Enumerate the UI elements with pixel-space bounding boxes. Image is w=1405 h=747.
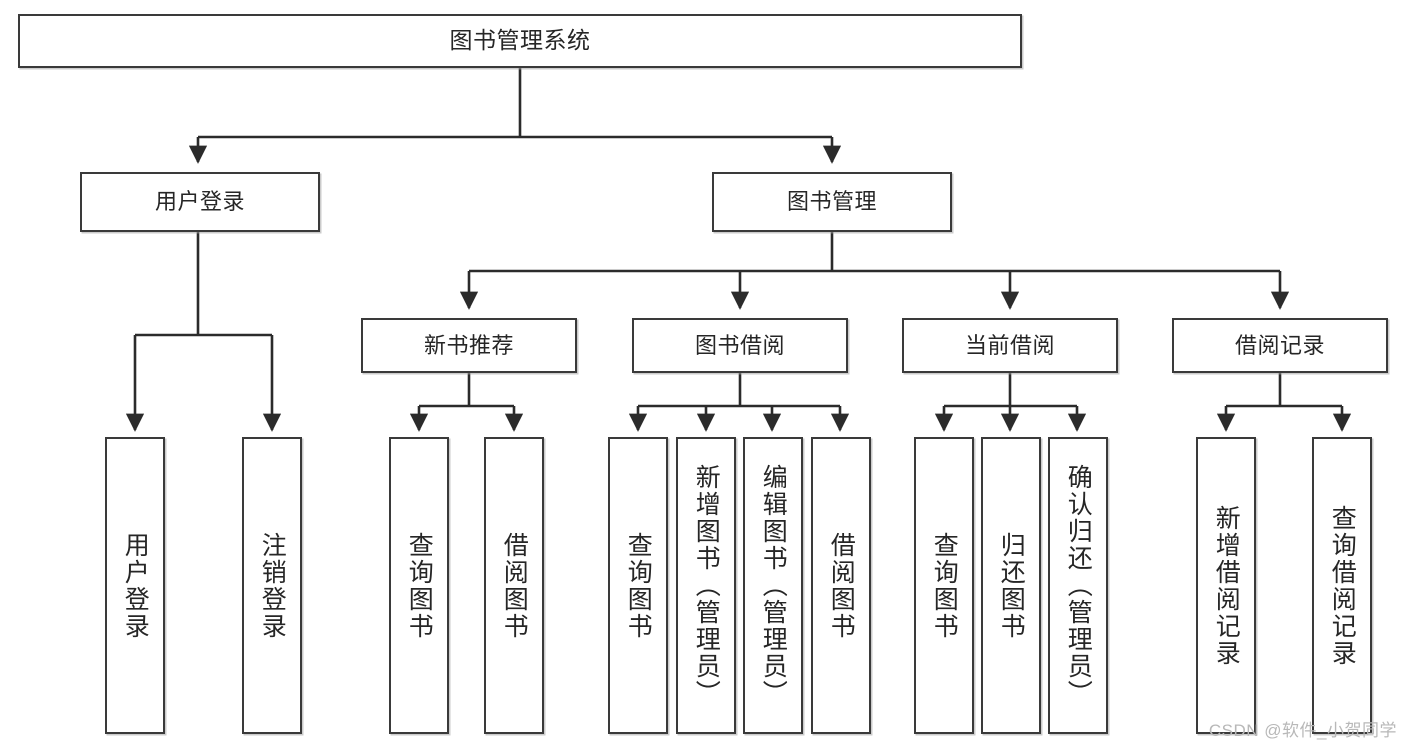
node-leaf-query-record[interactable]: 查询借阅记录 xyxy=(1312,437,1372,734)
node-leaf-query-book-2[interactable]: 查询图书 xyxy=(608,437,668,734)
node-leaf-user-logout-label: 注销登录 xyxy=(258,531,287,640)
node-borrow-record-label: 借阅记录 xyxy=(1234,332,1325,358)
node-book-management-label: 图书管理 xyxy=(786,189,877,215)
node-leaf-query-book-1[interactable]: 查询图书 xyxy=(389,437,449,734)
node-leaf-user-logout[interactable]: 注销登录 xyxy=(242,437,302,734)
node-leaf-add-book-label: 新增图书（管理员） xyxy=(692,464,721,707)
node-book-management[interactable]: 图书管理 xyxy=(712,172,952,232)
node-leaf-query-book-3-label: 查询图书 xyxy=(930,531,959,640)
node-leaf-confirm-return[interactable]: 确认归还（管理员） xyxy=(1048,437,1108,734)
node-book-borrow[interactable]: 图书借阅 xyxy=(632,318,848,373)
node-leaf-borrow-book-2[interactable]: 借阅图书 xyxy=(811,437,871,734)
node-leaf-add-record-label: 新增借阅记录 xyxy=(1212,504,1241,667)
node-leaf-user-login-label: 用户登录 xyxy=(121,531,150,640)
node-leaf-confirm-return-label: 确认归还（管理员） xyxy=(1064,464,1093,707)
node-current-borrow-label: 当前借阅 xyxy=(964,332,1055,358)
node-leaf-query-book-3[interactable]: 查询图书 xyxy=(914,437,974,734)
node-current-borrow[interactable]: 当前借阅 xyxy=(902,318,1118,373)
node-borrow-record[interactable]: 借阅记录 xyxy=(1172,318,1388,373)
node-leaf-add-book[interactable]: 新增图书（管理员） xyxy=(676,437,736,734)
node-book-borrow-label: 图书借阅 xyxy=(694,332,785,358)
node-new-book-recommend[interactable]: 新书推荐 xyxy=(361,318,577,373)
node-leaf-query-record-label: 查询借阅记录 xyxy=(1328,504,1357,667)
node-new-book-recommend-label: 新书推荐 xyxy=(423,332,514,358)
node-leaf-add-record[interactable]: 新增借阅记录 xyxy=(1196,437,1256,734)
node-leaf-borrow-book-2-label: 借阅图书 xyxy=(827,531,856,640)
node-leaf-query-book-1-label: 查询图书 xyxy=(405,531,434,640)
node-leaf-query-book-2-label: 查询图书 xyxy=(624,531,653,640)
node-leaf-edit-book[interactable]: 编辑图书（管理员） xyxy=(743,437,803,734)
node-root-label: 图书管理系统 xyxy=(449,27,591,54)
node-leaf-user-login[interactable]: 用户登录 xyxy=(105,437,165,734)
node-root[interactable]: 图书管理系统 xyxy=(18,14,1022,68)
node-leaf-borrow-book-1-label: 借阅图书 xyxy=(500,531,529,640)
node-leaf-borrow-book-1[interactable]: 借阅图书 xyxy=(484,437,544,734)
node-leaf-return-book-label: 归还图书 xyxy=(997,531,1026,640)
node-user-login-label: 用户登录 xyxy=(154,189,245,215)
watermark-text: CSDN @软件_小贺同学 xyxy=(1208,721,1397,740)
node-leaf-edit-book-label: 编辑图书（管理员） xyxy=(759,464,788,707)
node-leaf-return-book[interactable]: 归还图书 xyxy=(981,437,1041,734)
node-user-login[interactable]: 用户登录 xyxy=(80,172,320,232)
